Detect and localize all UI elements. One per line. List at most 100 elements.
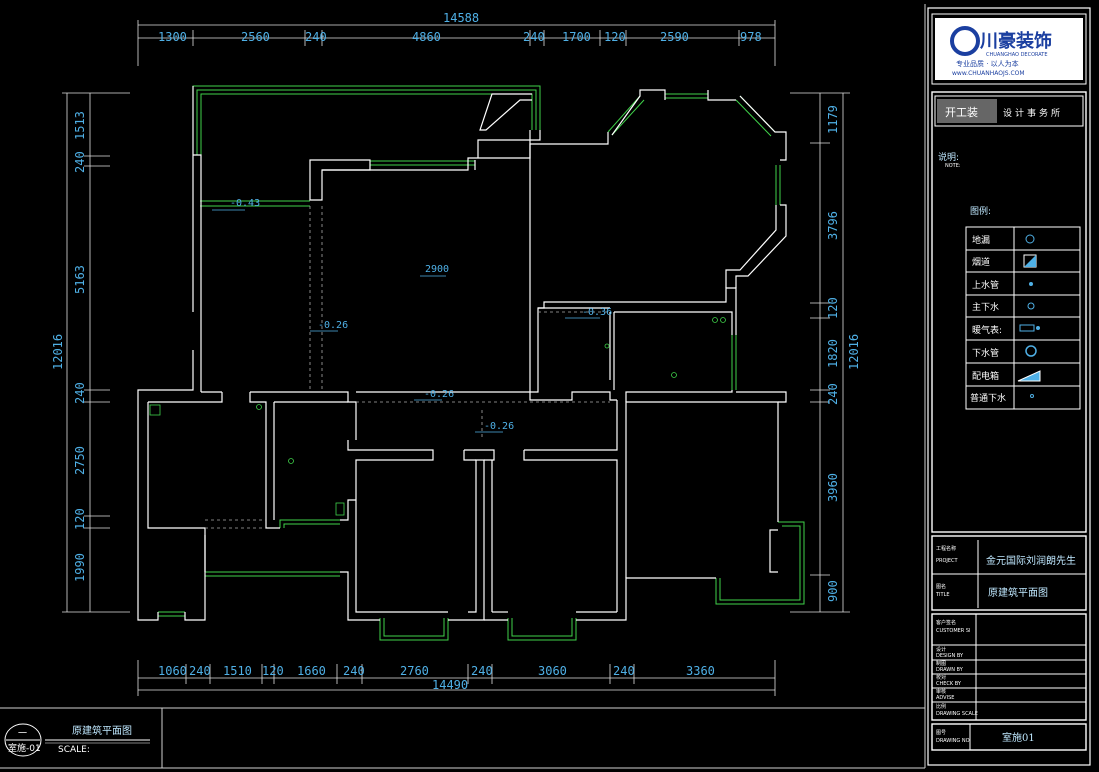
dim-top: 240 bbox=[305, 30, 327, 44]
legend-list: 地漏 烟道 上水管 主下水 暖气表: 下水管 配电箱 普通下水 bbox=[970, 234, 1006, 404]
logo-url: www.CHUANHAOJS.COM bbox=[952, 70, 1025, 77]
dim-bottom: 1510 bbox=[223, 664, 252, 678]
legend-label: 烟道 bbox=[972, 256, 990, 268]
project-label-en: PROJECT bbox=[936, 558, 959, 564]
sheet-label-en: DRAWING NO. bbox=[936, 738, 971, 744]
dimension-lines bbox=[62, 20, 850, 696]
dim-bottom: 2760 bbox=[400, 664, 429, 678]
dim-top: 1300 bbox=[158, 30, 187, 44]
walls bbox=[137, 86, 787, 621]
info-label-en: DESIGN BY bbox=[936, 653, 964, 659]
title-block bbox=[927, 7, 1091, 766]
logo-name: 川豪装饰 bbox=[979, 30, 1052, 52]
studio-name: 设计事务所 bbox=[1003, 107, 1063, 119]
scale-label: SCALE: bbox=[58, 745, 90, 755]
dim-bottom: 3060 bbox=[538, 664, 567, 678]
notes-label: 说明: bbox=[938, 151, 959, 163]
drawing-title: 原建筑平面图 bbox=[988, 586, 1048, 599]
info-label-en: CUSTOMER SI bbox=[936, 628, 971, 634]
level-marks: -0.43 -0.26 2900 -0.36 -0.26 -0.26 bbox=[230, 198, 612, 432]
dim-left: 240 bbox=[73, 151, 87, 173]
fixtures bbox=[149, 317, 726, 516]
info-label: 比例 bbox=[936, 703, 946, 710]
info-rows: 客户签名 CUSTOMER SI 设计 DESIGN BY 制图 DRAWN B… bbox=[936, 619, 978, 717]
dim-top-total: 14588 bbox=[443, 11, 479, 25]
info-label-en: DRAWN BY bbox=[936, 667, 964, 673]
notes-label-en: NOTE: bbox=[945, 163, 961, 169]
dim-top: 978 bbox=[740, 30, 762, 44]
radiator-icon bbox=[1019, 324, 1040, 332]
drawing-frame bbox=[0, 4, 926, 769]
legend-label: 配电箱 bbox=[972, 370, 999, 382]
legend-symbols bbox=[1017, 234, 1041, 398]
footer-title: 原建筑平面图 bbox=[72, 724, 132, 737]
logo-tagline: 专业品质 · 以人为本 bbox=[956, 59, 1019, 68]
view-number: 一 bbox=[18, 729, 27, 739]
dims-left: 1513 240 5163 12016 240 2750 120 1990 bbox=[51, 111, 87, 582]
view-sheet-ref: 室施-01 bbox=[8, 742, 41, 754]
water-supply-icon bbox=[1029, 282, 1033, 286]
info-label-en: ADVISE bbox=[936, 695, 954, 701]
level-mark: -0.26 bbox=[484, 421, 514, 432]
info-label: 设计 bbox=[936, 646, 946, 653]
project-name: 金元国际刘润朗先生 bbox=[986, 554, 1076, 567]
dim-left: 5163 bbox=[73, 265, 87, 294]
info-label: 制图 bbox=[936, 660, 946, 667]
dim-top: 2560 bbox=[241, 30, 270, 44]
level-mark: -0.26 bbox=[318, 320, 348, 331]
dims-right: 1179 3796 120 1820 12016 240 3960 900 bbox=[826, 105, 861, 602]
dim-right: 900 bbox=[826, 580, 840, 602]
legend-label: 下水管 bbox=[972, 347, 999, 359]
main-drain-icon bbox=[1027, 302, 1035, 310]
dim-bottom: 240 bbox=[343, 664, 365, 678]
flue-icon bbox=[1023, 254, 1037, 268]
level-mark: -0.26 bbox=[424, 389, 454, 400]
dim-right: 120 bbox=[826, 297, 840, 319]
level-mark: -0.43 bbox=[230, 198, 260, 209]
studio-stamp: 开工装 bbox=[945, 106, 978, 119]
dim-top: 2590 bbox=[660, 30, 689, 44]
drain-pipe-icon bbox=[1025, 345, 1037, 357]
drawing-label-en: TITLE bbox=[935, 592, 950, 598]
dim-left: 1990 bbox=[73, 553, 87, 582]
info-label: 审核 bbox=[936, 688, 946, 695]
dim-top: 120 bbox=[604, 30, 626, 44]
dim-bottom: 3360 bbox=[686, 664, 715, 678]
door-openings bbox=[205, 206, 610, 529]
dim-left-total: 12016 bbox=[51, 334, 65, 370]
dim-right: 3796 bbox=[826, 211, 840, 240]
dim-bottom: 1060 bbox=[158, 664, 187, 678]
legend-label: 暖气表: bbox=[972, 324, 1002, 336]
level-ticks bbox=[212, 209, 600, 433]
dim-top: 4860 bbox=[412, 30, 441, 44]
dim-left: 120 bbox=[73, 508, 87, 530]
windows bbox=[158, 85, 805, 641]
distribution-box-icon bbox=[1017, 370, 1041, 382]
legend-label: 普通下水 bbox=[970, 392, 1006, 404]
dim-right: 1179 bbox=[826, 105, 840, 134]
company-logo: 川豪装饰 CHUANGHAO DECORATE 专业品质 · 以人为本 www.… bbox=[950, 26, 1052, 77]
info-label: 校对 bbox=[936, 674, 946, 681]
drawing-title-block: 一 室施-01 原建筑平面图 SCALE: bbox=[4, 723, 150, 757]
dim-bottom: 120 bbox=[262, 664, 284, 678]
dim-right-total: 12016 bbox=[847, 334, 861, 370]
dim-bottom: 240 bbox=[189, 664, 211, 678]
dim-right: 1820 bbox=[826, 339, 840, 368]
dims-bottom: 1060 240 1510 120 1660 240 2760 240 3060… bbox=[158, 664, 715, 692]
dims-top: 14588 1300 2560 240 4860 240 1700 120 25… bbox=[158, 11, 762, 44]
dim-bottom: 240 bbox=[613, 664, 635, 678]
info-label-en: DRAWING SCALE bbox=[936, 711, 978, 717]
common-drain-icon bbox=[1030, 394, 1034, 398]
floor-drain-icon bbox=[1025, 234, 1035, 244]
legend-title: 图例: bbox=[970, 205, 991, 217]
dim-left: 1513 bbox=[73, 111, 87, 140]
level-mark: 2900 bbox=[425, 264, 449, 275]
dim-left: 240 bbox=[73, 382, 87, 404]
info-label: 客户签名 bbox=[936, 619, 956, 626]
dim-right: 240 bbox=[826, 383, 840, 405]
sheet-number: 室施01 bbox=[1002, 731, 1035, 744]
info-label-en: CHECK BY bbox=[936, 681, 962, 687]
sheet-label: 图号 bbox=[936, 730, 946, 736]
dim-top: 1700 bbox=[562, 30, 591, 44]
